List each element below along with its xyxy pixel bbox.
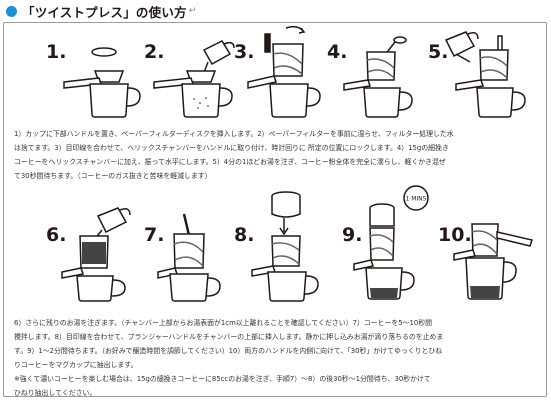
step-5-illustration [440,26,540,118]
bullet-dot-icon [6,5,17,17]
paragraph-1-line: コーヒーをヘリックスチャンバーに加え、振って水平にします。5）4分の1ほどお湯を… [14,158,446,166]
step-8-number: 8. [234,224,255,246]
paragraph-1-line: 1）カップに下部ハンドルを置き、ペーパーフィルターディスクを挿入します。2）ペー… [14,130,454,138]
step-10-number: 10. [438,224,472,246]
paragraph-2-line: 6）さらに残りのお湯を注ぎます。（チャンバー上部からお湯表面が1cm以上離れるこ… [14,319,433,327]
step-9-illustration: 1 MINS [350,188,440,302]
paragraph-2-line: ひねり抽出してください。 [14,389,97,397]
step-6-number: 6. [46,224,67,246]
paragraph-1-line: は捨てます。3）目印線を合わせて、ヘリックスチャンバーをハンドルに取り付け、時計… [14,144,449,152]
step-3-illustration [244,24,334,118]
instructions-panel [3,22,547,397]
step-7-number: 7. [144,224,165,246]
step-5-number: 5. [428,41,449,63]
timer-label: 1 MINS [406,196,427,203]
step-3-number: 3. [234,41,255,63]
paragraph-1-line: て30秒間待ちます。（コーヒーのガス抜きと苦味を軽減します） [14,172,212,180]
step-1-number: 1. [46,41,67,63]
instructions-paragraph-2: 6）さらに残りのお湯を注ぎます。（チャンバー上部からお湯表面が1cm以上離れるこ… [14,316,538,400]
paragraph-2-line: りコーヒーをマグカップに抽出します。 [14,361,138,369]
return-mark-icon: ↵ [188,6,197,16]
page-title-row: 「ツイストプレス」の使い方 ↵ [6,2,196,20]
step-4-number: 4. [327,41,348,63]
step-7-illustration [154,212,240,302]
paragraph-2-line: す。9）1〜2分間待ちます。（お好みで醸造時間を調節してください）10）両方のハ… [14,347,443,355]
paragraph-2-line: 攪拌します。8）目印線を合わせて、プランジャーハンドルをチャンバーの上部に挿入し… [14,333,444,341]
step-2-illustration [150,36,240,118]
step-6-illustration [58,206,154,302]
instructions-paragraph-1: 1）カップに下部ハンドルを置き、ペーパーフィルターディスクを挿入します。2）ペー… [14,127,538,183]
step-2-number: 2. [144,41,165,63]
page-title: 「ツイストプレス」の使い方 [22,4,187,20]
step-4-illustration [340,30,430,118]
step-1-illustration [58,38,148,118]
step-10-illustration [450,210,542,302]
step-8-illustration [248,188,338,302]
step-9-number: 9. [342,224,363,246]
paragraph-2-line: ※強くて濃いコーヒーを楽しむ場合は、15gの細挽きコーヒーに85ccのお湯を注ぎ… [14,375,431,383]
